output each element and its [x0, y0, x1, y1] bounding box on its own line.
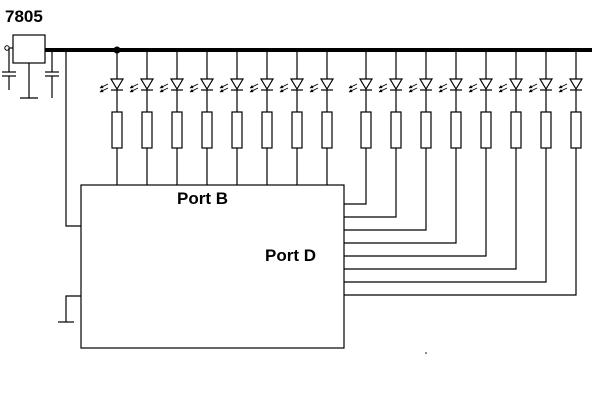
port-b-light-arrow-7	[279, 83, 289, 89]
port-d-led-4	[448, 78, 464, 91]
port-b-light-arrow-2	[129, 83, 139, 89]
port-b-channel-3	[159, 50, 185, 185]
port-d-channel-1	[344, 50, 374, 205]
port-d-led-2	[388, 78, 404, 91]
port-d-light-arrow-3	[408, 83, 418, 89]
port-d-resistor-8	[570, 111, 582, 149]
stray-dot	[425, 352, 427, 354]
port-d-light-arrow-1	[348, 83, 358, 89]
port-d-channel-8	[344, 50, 584, 296]
mcu-power-wire	[65, 50, 81, 227]
port-b-resistor-4	[201, 111, 213, 149]
port-b-channel-7	[279, 50, 305, 185]
port-b-resistor-2	[141, 111, 153, 149]
port-b-light-arrow-1	[99, 83, 109, 89]
port-d-light-arrow-6	[498, 83, 508, 89]
port-d-led-1	[358, 78, 374, 91]
port-d-light-arrow-5	[468, 83, 478, 89]
port-d-wire-5	[344, 148, 487, 257]
port-b-channel-2	[129, 50, 155, 185]
regulator-label: 7805	[5, 7, 43, 26]
port-d-resistor-4	[450, 111, 462, 149]
port-d-led-3	[418, 78, 434, 91]
port-d-resistor-6	[510, 111, 522, 149]
port-d-wire-6	[344, 148, 517, 270]
port-d-wire-7	[344, 148, 547, 283]
port-b-light-arrow-3	[159, 83, 169, 89]
port-b-channel-6	[249, 50, 275, 185]
port-d-resistor-2	[390, 111, 402, 149]
port-b-light-arrow-5	[219, 83, 229, 89]
port-d-wire-8	[344, 148, 577, 296]
port-b-led-channels	[99, 50, 335, 185]
port-d-wire-2	[344, 148, 397, 218]
port-b-light-arrow-4	[189, 83, 199, 89]
port-b-channel-8	[309, 50, 335, 185]
port-d-channel-6	[344, 50, 524, 270]
port-d-led-6	[508, 78, 524, 91]
port-b-channel-1	[99, 50, 125, 185]
port-b-resistor-1	[111, 111, 123, 149]
port-d-resistor-3	[420, 111, 432, 149]
port-d-channel-4	[344, 50, 464, 244]
port-b-resistor-7	[291, 111, 303, 149]
port-b-resistor-8	[321, 111, 333, 149]
output-capacitor	[45, 50, 59, 98]
port-b-resistor-6	[261, 111, 273, 149]
port-d-led-8	[568, 78, 584, 91]
microcontroller	[80, 184, 345, 349]
port-b-led-7	[289, 78, 305, 91]
port-d-wire-3	[344, 148, 427, 231]
port-d-channel-3	[344, 50, 434, 231]
port-d-resistor-1	[360, 111, 372, 149]
port-d-resistor-7	[540, 111, 552, 149]
port-d-light-arrow-2	[378, 83, 388, 89]
port-d-channel-5	[344, 50, 494, 257]
port-b-led-8	[319, 78, 335, 91]
port-b-channel-5	[219, 50, 245, 185]
regulator-7805	[12, 34, 46, 64]
mcu-ground-wire	[65, 295, 81, 322]
port-b-led-3	[169, 78, 185, 91]
port-b-led-4	[199, 78, 215, 91]
port-b-light-arrow-6	[249, 83, 259, 89]
port-d-channel-7	[344, 50, 554, 283]
port-d-wire-1	[344, 148, 367, 205]
port-b-led-2	[139, 78, 155, 91]
port-d-channel-2	[344, 50, 404, 218]
port-b-led-6	[259, 78, 275, 91]
port-b-channel-4	[189, 50, 215, 185]
port-b-light-arrow-8	[309, 83, 319, 89]
port-b-resistor-3	[171, 111, 183, 149]
port-d-light-arrow-4	[438, 83, 448, 89]
port-d-light-arrow-7	[528, 83, 538, 89]
port-d-resistor-5	[480, 111, 492, 149]
input-capacitor	[2, 48, 16, 90]
port-b-led-5	[229, 78, 245, 91]
port-b-resistor-5	[231, 111, 243, 149]
port-b-led-1	[109, 78, 125, 91]
port-d-wire-4	[344, 148, 457, 244]
port-d-led-channels	[344, 50, 584, 296]
port-d-light-arrow-8	[558, 83, 568, 89]
port-d-led-7	[538, 78, 554, 91]
port-d-led-5	[478, 78, 494, 91]
port-d-label: Port D	[265, 246, 316, 265]
port-b-label: Port B	[177, 189, 228, 208]
